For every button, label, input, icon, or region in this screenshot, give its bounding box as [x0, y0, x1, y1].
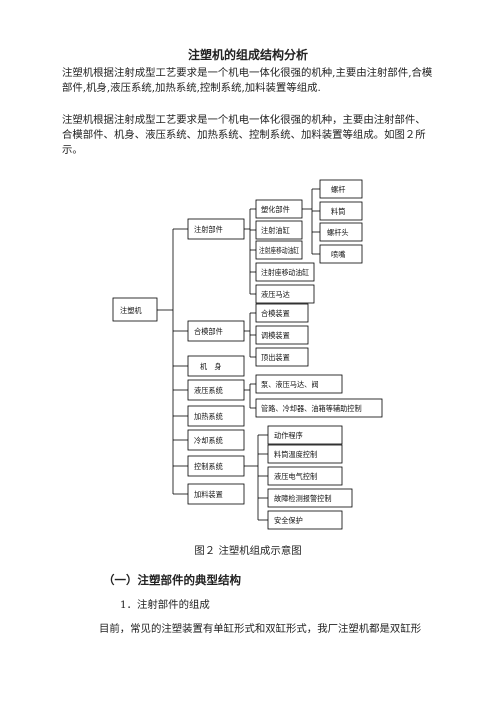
node-feeding	[187, 483, 245, 505]
node-hydraulic	[187, 379, 245, 401]
node-mold-adjust-label: 调模装置	[261, 331, 290, 340]
node-cooling	[187, 429, 245, 451]
node-clamp-device-label: 合模装置	[261, 309, 290, 318]
node-cooling-label: 冷却系统	[194, 436, 223, 445]
figure-caption: 图２ 注塑机组成示意图	[194, 545, 302, 557]
node-screw-head-label: 螺杆头	[327, 228, 349, 237]
node-nozzle-label: 喷嘴	[331, 250, 345, 259]
node-clamping-label: 合模部件	[194, 327, 223, 336]
body-paragraph: 目前，常见的注塑装置有单缸形式和双缸形式，我厂注塑机都是双缸形	[99, 623, 422, 635]
node-injection	[187, 218, 245, 240]
node-root	[112, 297, 158, 322]
node-clamping	[187, 320, 245, 342]
node-nozzle	[319, 244, 363, 264]
node-control	[187, 455, 245, 477]
node-injection-label: 注射部件	[194, 225, 223, 234]
document-title: 注塑机的组成结构分析	[187, 48, 308, 62]
node-motor-label: 液压马达	[261, 290, 290, 299]
node-ctrl-temp	[267, 444, 343, 464]
node-frame	[187, 355, 245, 377]
node-moving-cyl2-label: 注射座移动油缸	[261, 268, 309, 277]
node-ctrl-action	[267, 425, 343, 445]
node-plasticizing-label: 塑化部件	[261, 205, 290, 214]
node-screw	[319, 201, 363, 221]
node-ctrl-safety-label: 安全保护	[274, 516, 303, 525]
node-root-label: 注塑机	[120, 306, 142, 315]
node-mold-adjust	[255, 325, 309, 345]
node-hyd-pump	[255, 374, 343, 394]
node-ctrl-safety	[267, 510, 343, 530]
node-hydraulic-label: 液压系统	[194, 386, 223, 395]
node-ctrl-action-label: 动作程序	[274, 431, 303, 440]
node-frame-label: 机 身	[200, 362, 222, 371]
intro-paragraph-2: 注塑机根据注射成型工艺要求是一个机电一体化很强的机种，主要由注射部件、合模部件、…	[62, 114, 426, 156]
node-moving-cyl	[255, 240, 303, 260]
diagram-connectors	[157, 188, 320, 521]
node-ejector-label: 顶出装置	[261, 353, 290, 362]
node-moving-cyl2	[255, 262, 315, 282]
node-hyd-pipe-label: 管路、冷却器、油箱等辅助控制	[261, 404, 362, 413]
node-clamp-device	[255, 303, 309, 323]
node-ctrl-hyd-label: 液压电气控制	[274, 472, 317, 481]
node-heating	[187, 405, 245, 427]
node-moving-cyl-label: 注射座移动油缸	[259, 246, 299, 255]
node-ejector	[255, 347, 309, 367]
node-plasticizing	[255, 199, 303, 219]
subsection-heading: 1．注射部件的组成	[120, 599, 210, 611]
node-injection-cyl-label: 注射油缸	[261, 226, 290, 235]
node-barrel-label: 螺杆	[331, 185, 345, 194]
section-heading: （一）注塑部件的典型结构	[103, 573, 241, 587]
node-barrel	[319, 179, 363, 199]
node-ctrl-temp-label: 料筒温度控制	[274, 450, 317, 459]
node-motor	[255, 284, 315, 304]
intro-paragraph: 注塑机根据注射成型工艺要求是一个机电一体化很强的机种,主要由注射部件,合模部件,…	[62, 67, 433, 94]
node-ctrl-fault	[267, 488, 353, 508]
node-ctrl-hyd	[267, 466, 343, 486]
node-hyd-pump-label: 泵、液压马达、阀	[261, 380, 319, 389]
node-screw-head	[319, 222, 363, 242]
node-hyd-pipe	[255, 398, 383, 418]
node-feeding-label: 加料装置	[194, 490, 223, 499]
node-screw-label: 料筒	[331, 207, 345, 216]
node-control-label: 控制系统	[194, 462, 223, 471]
node-heating-label: 加热系统	[194, 412, 223, 421]
node-injection-cyl	[255, 220, 303, 240]
node-ctrl-fault-label: 故障检测报警控制	[274, 494, 332, 503]
